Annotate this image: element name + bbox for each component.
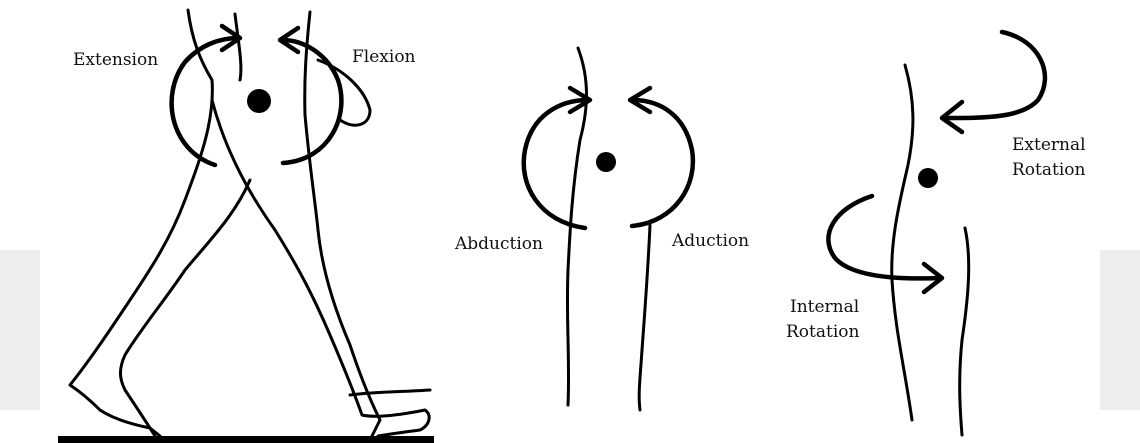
right-leg-outline — [639, 225, 650, 410]
rear-thigh-strand — [235, 14, 241, 80]
aduction-label: Aduction — [672, 230, 749, 252]
internal-rotation-label-line2: Rotation — [786, 321, 859, 343]
rear-leg-inner — [120, 180, 250, 436]
aduction-arc — [632, 100, 693, 226]
extension-label: Extension — [73, 49, 158, 71]
frontal-panel — [524, 48, 693, 410]
hip-joint-dot — [247, 89, 271, 113]
front-leg-outline — [305, 12, 380, 436]
external-rotation-label-line1: External — [1012, 134, 1086, 156]
body-outline — [892, 65, 913, 420]
abduction-arc — [524, 100, 588, 228]
flexion-label: Flexion — [352, 46, 416, 68]
abduction-label: Abduction — [455, 233, 543, 255]
external-rotation-label-line2: Rotation — [1012, 159, 1085, 181]
transverse-panel — [828, 32, 1045, 435]
rear-leg-outline — [960, 228, 969, 435]
hip-joint-dot — [918, 168, 938, 188]
front-foot-outline — [350, 390, 430, 395]
rear-leg-outline — [70, 10, 212, 436]
internal-rotation-label-line1: Internal — [790, 296, 859, 318]
hip-joint-dot — [596, 152, 616, 172]
front-knee-bump — [318, 60, 370, 125]
sagittal-panel — [58, 10, 434, 443]
flexion-arc — [282, 40, 341, 163]
